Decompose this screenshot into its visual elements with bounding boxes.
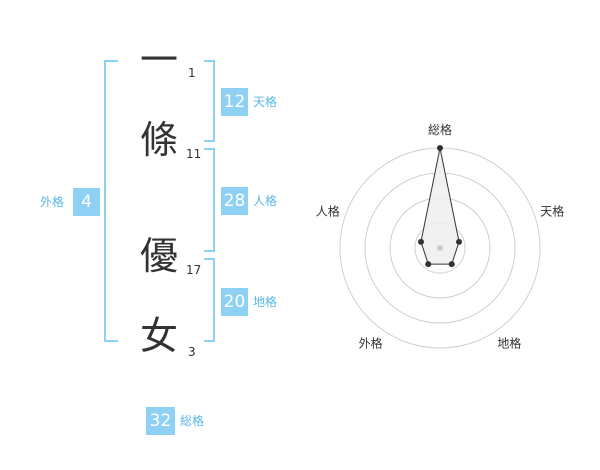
radar-point-4 [417,238,424,245]
chikaku-value: 20 [221,288,248,316]
stroke-count-3: 17 [186,263,202,277]
radar-axis-label-3: 外格 [359,335,383,350]
radar-axis-label-2: 地格 [497,335,521,350]
name-char-4: 女 [140,314,179,358]
radar-axis-label-0: 総格 [428,122,452,137]
radar-data-area [420,147,460,265]
gaikaku-label: 外格 [40,195,65,209]
jinkaku-label: 人格 [253,194,278,208]
jinkaku-bracket [204,148,215,252]
radar-point-3 [425,261,432,268]
name-char-1: 一 [140,38,179,82]
radar-center [437,245,443,251]
name-char-3: 優 [140,234,179,278]
name-char-2: 條 [140,118,179,162]
radar-point-0 [437,145,443,151]
stroke-count-4: 3 [188,345,196,359]
sokaku-value: 32 [146,407,175,435]
stroke-count-1: 1 [188,66,196,80]
tenkaku-label: 天格 [253,95,278,109]
gaikaku-bracket [104,60,118,342]
sokaku-label: 総格 [180,414,205,428]
chikaku-label: 地格 [253,295,278,309]
radar-axis-label-1: 天格 [540,204,564,219]
radar-axis-label-4: 人格 [316,204,340,219]
tenkaku-value: 12 [221,88,248,116]
radar-point-2 [448,261,455,268]
chikaku-bracket [204,258,215,342]
radar-point-1 [456,238,463,245]
stroke-count-2: 11 [186,147,202,161]
jinkaku-value: 28 [221,187,248,215]
tenkaku-bracket [204,60,215,142]
gaikaku-value: 4 [73,188,100,216]
